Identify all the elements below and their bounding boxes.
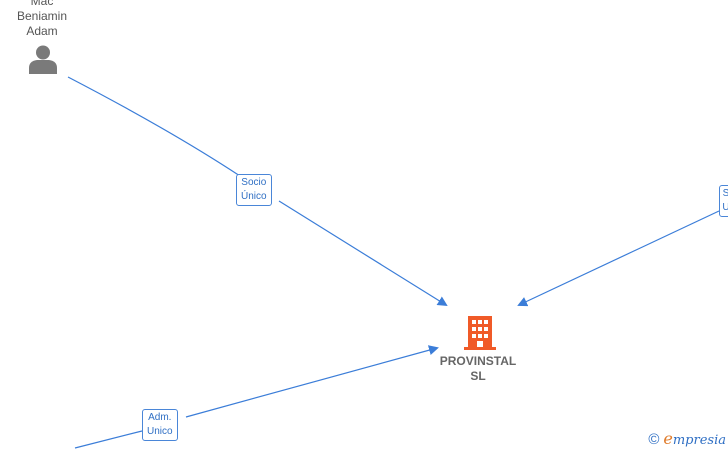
building-icon[interactable]: [463, 315, 497, 351]
edge-right-to-company: [517, 210, 720, 307]
edge-bottom-to-company: [74, 348, 437, 449]
edge-label-line: Socio: [241, 177, 267, 188]
company-name-line: SL: [470, 369, 486, 383]
person-icon[interactable]: [28, 44, 58, 74]
edge-label-line: Único: [241, 191, 267, 202]
edge-label-line: Unico: [147, 426, 173, 437]
edge-label-socio-unico[interactable]: Socio Único: [236, 174, 272, 206]
person-name-line: Beniamin: [16, 9, 68, 23]
edge-person-to-company: [67, 76, 446, 305]
empresia-logo[interactable]: ©empresia: [648, 429, 726, 448]
company-name[interactable]: PROVINSTAL SL: [420, 354, 536, 384]
edge-label-right[interactable]: S U: [719, 185, 728, 217]
copyright-icon: ©: [648, 431, 660, 448]
company-name-line: PROVINSTAL: [439, 354, 517, 368]
edge-label-line: S: [722, 188, 728, 199]
edge-label-adm-unico[interactable]: Adm. Unico: [142, 409, 178, 441]
person-name-line: Adam: [26, 24, 58, 38]
logo-text: mpresia: [672, 433, 726, 448]
person-name[interactable]: Mac Beniamin Adam: [0, 0, 84, 39]
person-name-line: Mac: [30, 0, 54, 8]
edge-label-line: U: [722, 202, 728, 213]
edge-label-line: Adm.: [148, 412, 172, 423]
logo-letter: e: [663, 429, 673, 448]
